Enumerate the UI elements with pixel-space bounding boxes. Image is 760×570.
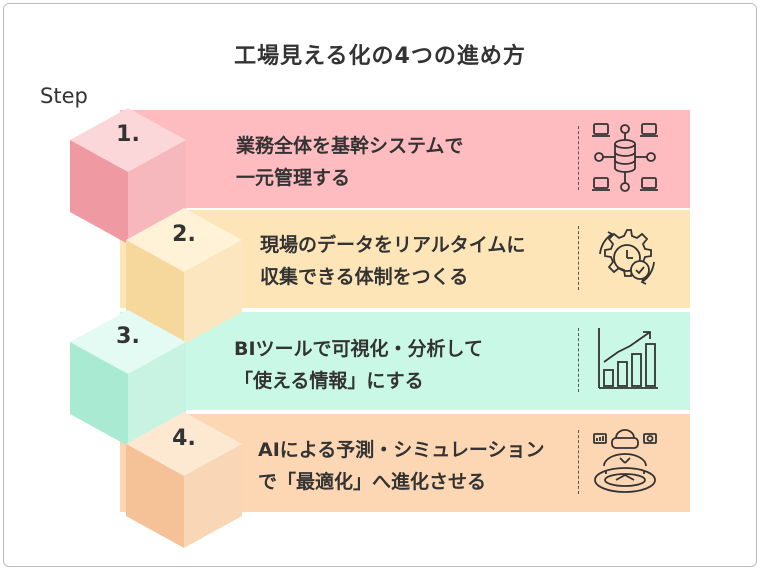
- step-label: Step: [40, 84, 88, 108]
- step-1-cube-left: [70, 140, 128, 244]
- step-4-divider: [578, 430, 579, 494]
- step-1-line-2: 一元管理する: [236, 167, 351, 189]
- step-2-cube-right: [184, 240, 242, 344]
- step-2-text: 現場のデータをリアルタイムに 収集できる体制をつくる: [260, 229, 525, 293]
- step-3-cube-left: [70, 342, 128, 446]
- step-4-number: 4.: [172, 426, 196, 451]
- step-3-divider: [578, 328, 579, 392]
- step-2-divider: [578, 226, 579, 290]
- step-4-line-1: AIによる予測・シミュレーション: [258, 439, 545, 461]
- gear-clock-icon: [599, 229, 655, 285]
- step-2-line-1: 現場のデータをリアルタイムに: [260, 234, 526, 256]
- step-4-line-2: で「最適化」へ進化させる: [258, 471, 487, 493]
- step-band-3: [120, 312, 690, 410]
- step-1-line-1: 業務全体を基幹システムで: [236, 135, 464, 157]
- bar-chart-growth-icon: [598, 328, 658, 389]
- step-2-line-2: 収集できる体制をつくる: [260, 266, 469, 288]
- step-1-divider: [578, 126, 579, 190]
- step-4-cube: [126, 412, 242, 548]
- step-1-text: 業務全体を基幹システムで 一元管理する: [236, 130, 463, 194]
- step-3-line-2: 「使える情報」にする: [234, 370, 424, 392]
- step-2-number: 2.: [172, 222, 196, 247]
- step-3-line-1: BIツールで可視化・分析して: [234, 338, 483, 360]
- step-4-text: AIによる予測・シミュレーション で「最適化」へ進化させる: [258, 434, 544, 498]
- step-3-text: BIツールで可視化・分析して 「使える情報」にする: [234, 333, 483, 397]
- step-4-cube-right: [184, 444, 242, 548]
- step-1-number: 1.: [116, 122, 140, 147]
- diagram-title: 工場見える化の4つの進め方: [234, 44, 526, 69]
- step-4-cube-left: [126, 444, 184, 548]
- step-3-cube: [70, 310, 186, 446]
- server-network-icon: [592, 123, 658, 192]
- vr-user-icon: [593, 429, 657, 493]
- step-3-number: 3.: [116, 324, 140, 349]
